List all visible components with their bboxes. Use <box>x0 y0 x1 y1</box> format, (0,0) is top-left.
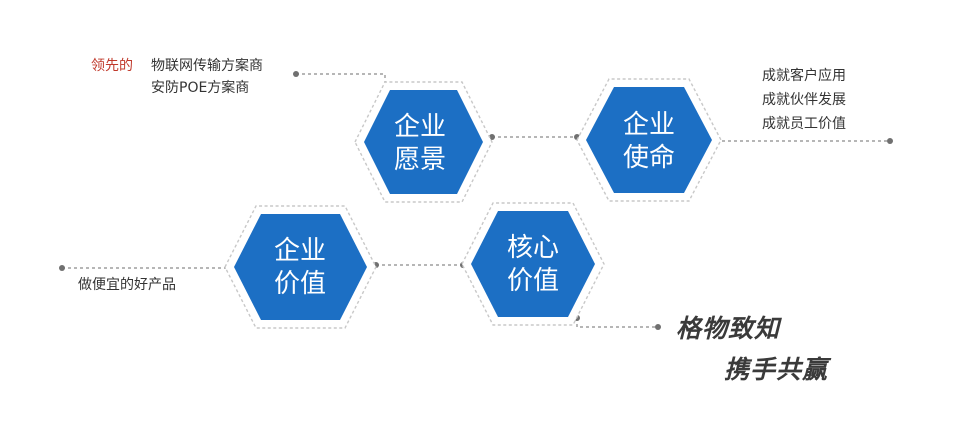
slogan-line-1: 格物致知 <box>676 314 781 343</box>
hexagon-label: 企业 <box>274 236 326 266</box>
hexagon-label: 使命 <box>623 143 675 173</box>
hexagon-core: 核心 价值 <box>461 202 605 326</box>
mission-caption-line: 成就伙伴发展 <box>762 92 846 108</box>
hexagon-label: 企业 <box>623 110 675 140</box>
hexagon-label: 核心 <box>507 233 559 263</box>
connector-dot <box>293 71 299 77</box>
hexagon-label: 价值 <box>274 269 326 299</box>
hexagon-label: 企业 <box>394 112 446 142</box>
hexagon-fill <box>234 214 367 320</box>
hexagon-fill <box>586 87 712 193</box>
hexagon-mission: 企业 使命 <box>576 78 722 202</box>
hexagon-value: 企业 价值 <box>224 205 377 329</box>
hexagon-label: 愿景 <box>394 145 446 175</box>
hexagon-fill <box>364 90 483 194</box>
vision-caption-connector <box>296 73 386 82</box>
mission-caption-line: 成就客户应用 <box>762 68 846 84</box>
vision-caption-lead: 领先的 <box>91 58 133 74</box>
hexagon-vision: 企业 愿景 <box>354 81 493 203</box>
core-slogan-connector <box>576 318 658 328</box>
slogan-line-2: 携手共赢 <box>724 355 829 384</box>
mission-caption-line: 成就员工价值 <box>762 116 846 132</box>
connector-dot <box>59 265 65 271</box>
connector-dot <box>887 138 893 144</box>
value-caption: 做便宜的好产品 <box>78 277 176 293</box>
vision-caption-line: 安防POE方案商 <box>151 80 250 96</box>
vision-caption-line: 物联网传输方案商 <box>151 58 263 74</box>
hexagon-fill <box>471 211 595 317</box>
hexagon-label: 价值 <box>507 266 559 296</box>
connector-dot <box>655 324 661 330</box>
connector-dot <box>489 134 495 140</box>
